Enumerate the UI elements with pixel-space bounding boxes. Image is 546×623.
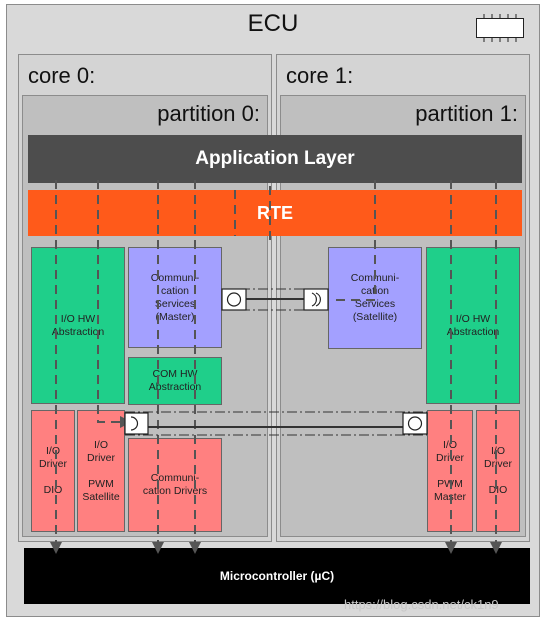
partition-0-title: partition 0: (157, 101, 260, 126)
application-layer: Application Layer (28, 135, 522, 183)
io-driver-dio-left: I/O Driver DIO (31, 410, 75, 532)
microcontroller: Microcontroller (µC) (24, 548, 530, 604)
com-hw-abstraction: COM HW Abstraction (128, 357, 222, 405)
port-icon (124, 412, 149, 435)
path-pwm-satellite (97, 180, 132, 428)
io-driver-dio-right: I/O Driver DIO (476, 410, 520, 532)
core-1-title: core 1: (286, 63, 354, 88)
communication-services-master: Communi- cation Services (Master) (128, 247, 222, 348)
io-hw-abstraction-left: I/O HW Abstraction (31, 247, 125, 404)
watermark: https://blog.csdn.net/ck1n9 (344, 597, 499, 612)
partition-1-title: partition 1: (415, 101, 518, 126)
io-hw-abstraction-right: I/O HW Abstraction (426, 247, 520, 404)
rte-layer: RTE (28, 190, 522, 236)
core-0-title: core 0: (28, 63, 96, 88)
io-driver-pwm-satellite: I/O Driver PWM Satellite (77, 410, 125, 532)
chip-icon (476, 14, 524, 42)
port-icon (303, 288, 329, 311)
communication-drivers: Communi- cation Drivers (128, 438, 222, 532)
port-icon (221, 288, 247, 311)
ecu-title: ECU (247, 10, 299, 37)
path-satellite-port (330, 180, 376, 301)
port-icon (402, 412, 428, 435)
